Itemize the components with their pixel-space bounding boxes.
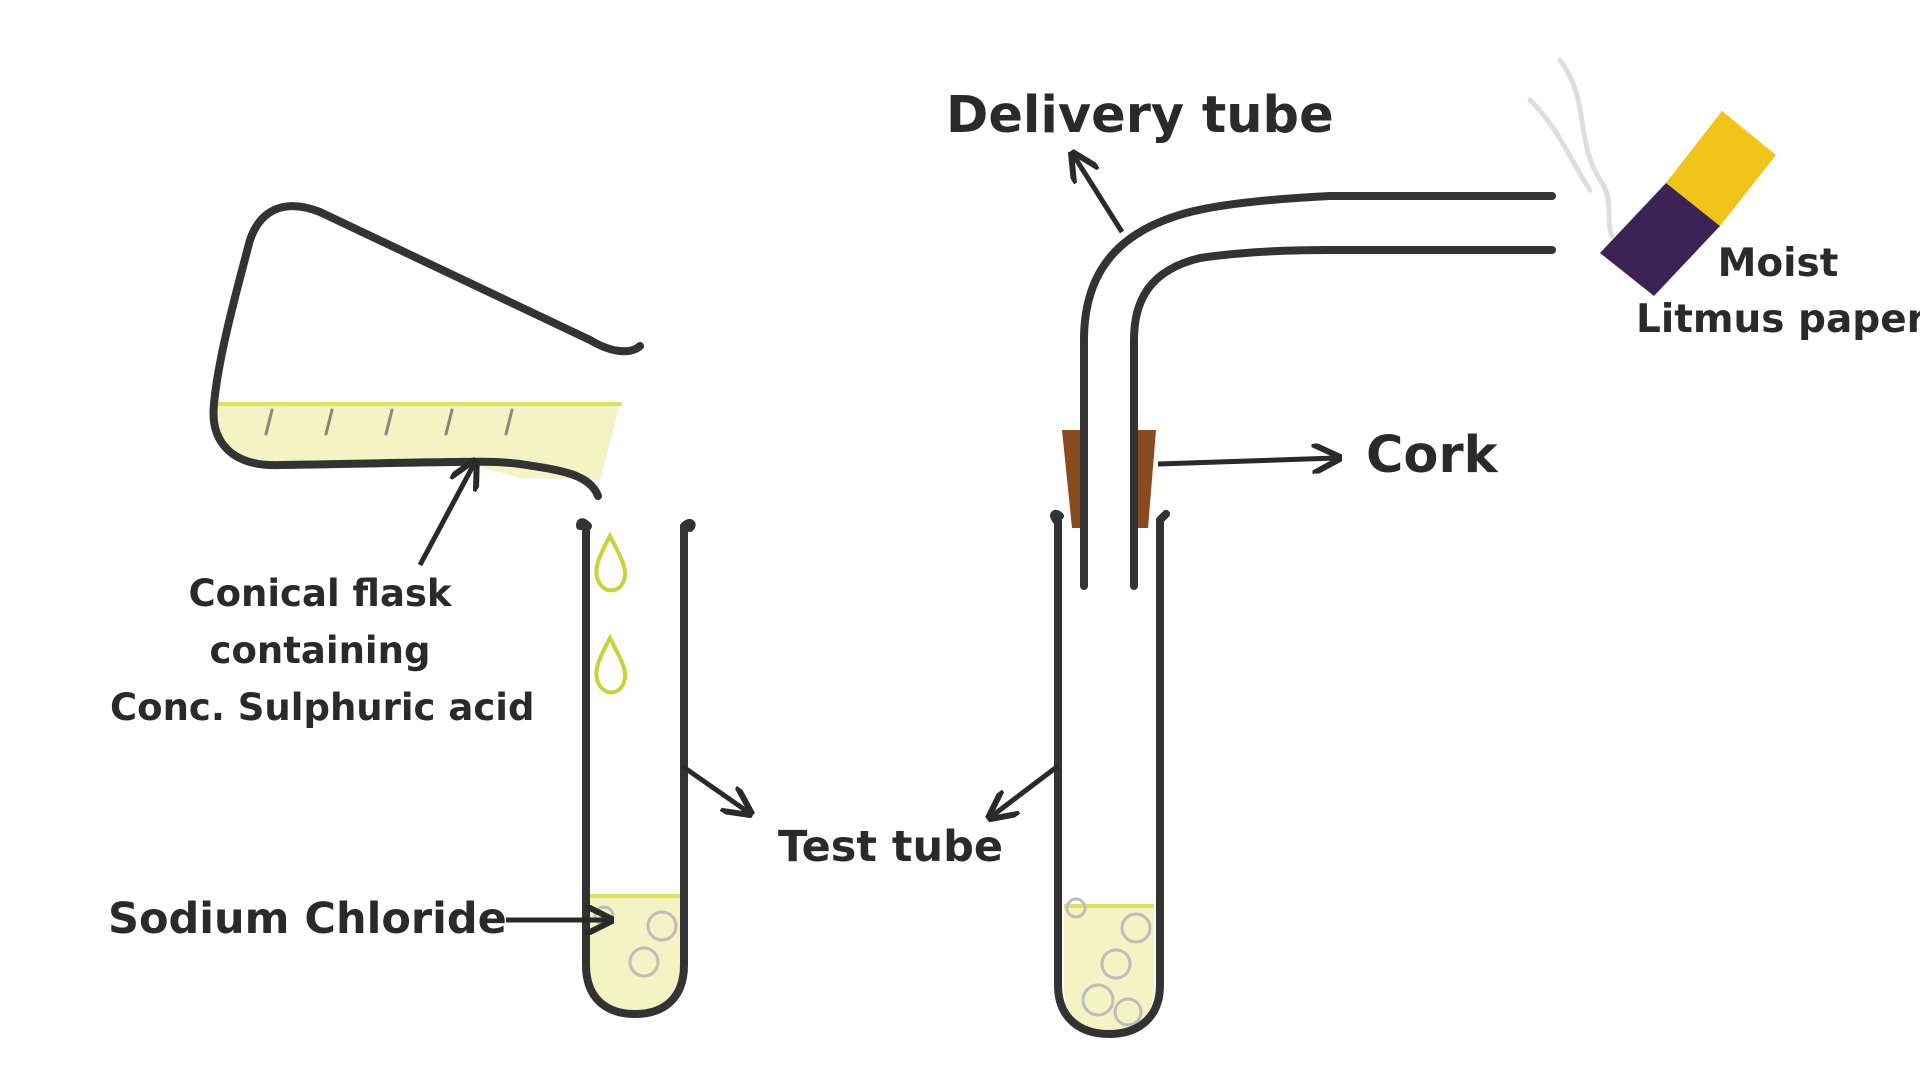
left-test-tube-outline [576,518,696,1018]
cork-right [1136,430,1156,528]
test-tube-label: Test tube [778,822,1004,872]
right-test-tube [1050,430,1171,1038]
acid-drop [594,531,627,593]
salt-crystal [1113,997,1143,1027]
sodium-chloride-label: Sodium Chloride [108,894,507,944]
flask-outline [209,202,644,500]
litmus-paper [1600,111,1776,296]
right-salt-crystals [1065,897,1152,1027]
salt-crystal [1120,912,1152,944]
conical-flask-label-line: Conical flask [188,572,452,615]
salt-crystal [646,910,678,942]
cork-label: Cork [1366,426,1498,485]
delivery-tube [1080,192,1556,590]
litmus-purple-part [1600,183,1720,296]
right-test-tube-outline [1050,509,1171,1038]
delivery-tube-inner [1130,246,1556,590]
test-tube-arrow-left [680,763,748,812]
litmus-label-line: Moist [1717,241,1839,286]
left-test-tube [576,518,696,1018]
salt-crystal [628,946,660,978]
salt-crystal [1065,897,1087,919]
smoke-wisps [1527,57,1615,239]
test-tube-arrow-right [992,764,1060,816]
label-arrows [417,156,1336,920]
conical-flask [209,202,644,500]
acid-drops [594,531,627,695]
litmus-label-line: Litmus paper [1636,297,1920,342]
salt-crystal [1081,983,1115,1017]
flask-arrow [417,464,474,567]
salt-crystal [1100,948,1132,980]
delivery-tube-outer [1080,192,1556,590]
delivery-tube-arrow [1074,156,1125,234]
cork-left [1062,430,1080,528]
delivery-tube-label: Delivery tube [946,86,1334,145]
litmus-yellow-part [1666,111,1776,226]
cork-arrow [1157,458,1336,464]
litmus-label: Moist Litmus paper [1636,236,1920,348]
conical-flask-label-line: Conc. Sulphuric acid [110,686,535,729]
conical-flask-label-line: containing [209,629,431,672]
acid-drop [594,633,627,695]
graduation-marks [264,408,514,436]
conical-flask-label: Conical flask containing Conc. Sulphuric… [110,565,535,736]
